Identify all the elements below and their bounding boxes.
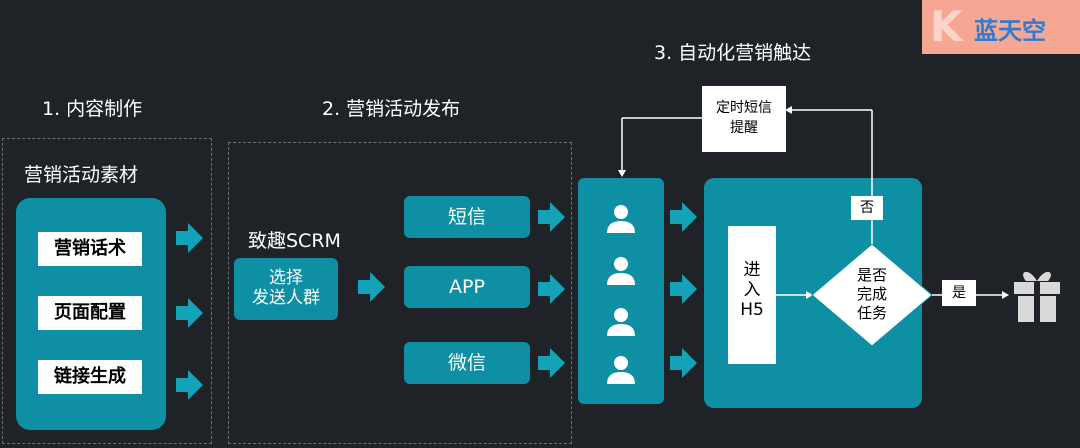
materials-title: 营销活动素材: [24, 164, 139, 186]
channel-app: APP: [404, 266, 530, 308]
arrow-user2: [670, 274, 697, 304]
decision-line1: 是否: [856, 266, 887, 284]
arrow-user1: [670, 202, 697, 232]
arrow-sms: [538, 202, 565, 232]
select-audience-line2: 发送人群: [252, 288, 320, 308]
gift-icon: [1014, 271, 1060, 322]
channel-wechat: 微信: [404, 342, 530, 384]
no-label: 否: [851, 196, 883, 220]
decision-diamond: [811, 243, 933, 347]
arrow-page: [176, 298, 203, 328]
arrow-user3: [670, 348, 697, 378]
campaign-publish-area: [228, 142, 572, 444]
yes-label: 是: [942, 280, 976, 306]
decision-line2: 完成: [856, 285, 887, 303]
enter-h5-box: 进 入 H5: [728, 226, 776, 364]
brand-logo: K 蓝天空: [922, 0, 1080, 54]
sms-reminder-box: 定时短信 提醒: [702, 86, 786, 152]
user-icon-4: [607, 356, 635, 384]
step2-title: 2. 营销活动发布: [322, 98, 461, 120]
step1-title: 1. 内容制作: [42, 98, 143, 120]
channel-sms: 短信: [404, 196, 530, 238]
arrow-wechat: [538, 348, 565, 378]
enter-h5-line2: 入: [743, 280, 761, 300]
sms-reminder-line1: 定时短信: [716, 100, 772, 116]
material-item-script: 营销话术: [38, 232, 142, 266]
decision-line3: 任务: [856, 304, 887, 322]
user-icon-2: [607, 257, 635, 285]
sms-reminder-line2: 提醒: [730, 120, 758, 136]
enter-h5-line3: H5: [740, 300, 764, 320]
arrow-scrm: [358, 272, 385, 302]
arrow-script: [176, 223, 203, 253]
arrow-link: [176, 370, 203, 400]
material-item-page-config: 页面配置: [38, 296, 142, 330]
select-audience-box: 选择 发送人群: [234, 258, 338, 320]
user-icon-3: [607, 308, 635, 336]
scrm-title: 致趣SCRM: [248, 230, 341, 252]
material-item-link-gen: 链接生成: [38, 360, 142, 394]
logo-letter: K: [930, 2, 963, 51]
arrow-app: [538, 274, 565, 304]
content-production-area: [2, 138, 212, 444]
user-icon-1: [607, 205, 635, 233]
enter-h5-line1: 进: [743, 260, 761, 280]
step3-title: 3. 自动化营销触达: [654, 42, 812, 64]
select-audience-line1: 选择: [269, 268, 303, 288]
decision-text: 是否 完成 任务: [842, 266, 902, 323]
logo-text: 蓝天空: [974, 17, 1046, 45]
